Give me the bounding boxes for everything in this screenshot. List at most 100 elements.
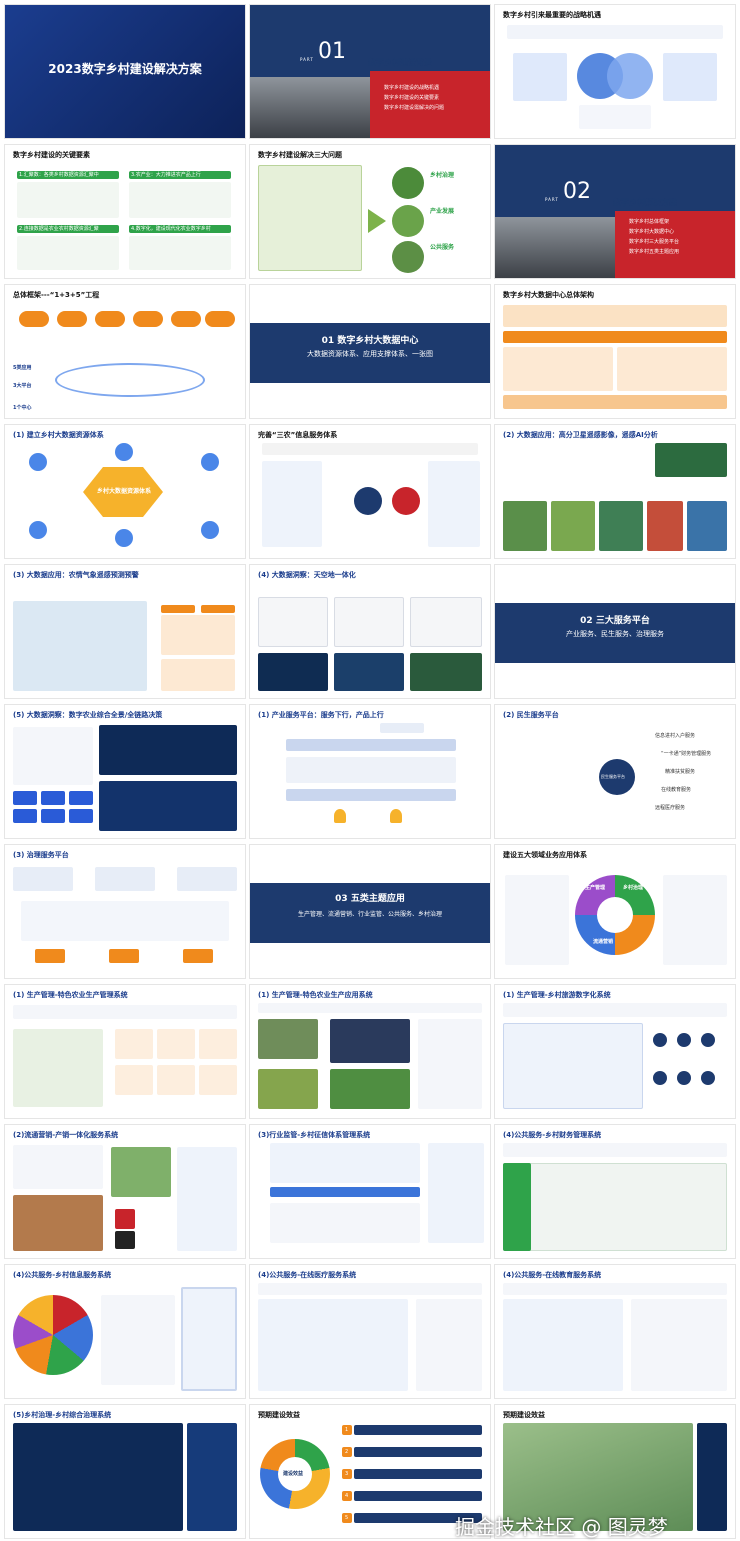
element-body [17, 182, 119, 218]
domain-list [663, 875, 727, 965]
slide-info-service[interactable]: 完善“三农”信息服务体系 [250, 425, 490, 558]
part-label: PART [545, 197, 559, 202]
service-circle [354, 487, 382, 515]
text-block [258, 1283, 482, 1295]
slide-sky-ground[interactable]: (4) 大数据洞察：天空地一体化 [250, 565, 490, 698]
problem-label: 产业发展 [430, 208, 455, 215]
slide-benefits-map[interactable]: 预期建设效益 [495, 1405, 735, 1538]
platform-logo [115, 1231, 135, 1249]
feature-icon [701, 1033, 715, 1047]
slide-section-03[interactable]: 03 五类主题应用 生产管理、流通营销、行业监管、公共服务、乡村治理 [250, 845, 490, 978]
slide-production-mgmt[interactable]: (1) 生产管理-特色农业生产管理系统 [5, 985, 245, 1118]
part-item: 数字乡村建设需解决的问题 [384, 105, 445, 111]
slide-industry-platform[interactable]: (1) 产业服务平台：服务下行，产品上行 [250, 705, 490, 838]
satellite-tile [503, 501, 547, 551]
flow-row [286, 739, 456, 751]
slide-medical[interactable]: (4)公共服务-在线医疗服务系统 [250, 1265, 490, 1398]
slide-title: (2) 大数据应用：高分卫星遥感影像，遥感AI分析 [503, 431, 658, 439]
part-label: PART [300, 57, 314, 62]
illustration-panel [258, 165, 362, 271]
part-item: 数字乡村建设的战略机遇 [384, 85, 440, 91]
gov-box [177, 867, 237, 891]
slide-cover[interactable]: 2023数字乡村建设解决方案 [5, 5, 245, 138]
slide-livelihood-platform[interactable]: (2) 民生服务平台 民生服务平台 信息进村入户服务 “一卡通”财务管理服务 精… [495, 705, 735, 838]
feature-tile [13, 809, 37, 823]
benefit-number [342, 1425, 352, 1435]
slide-five-domains[interactable]: 建设五大领域业务应用体系 生产管理 乡村治理 流通营销 [495, 845, 735, 978]
feature-card [199, 1065, 237, 1095]
side-list [416, 1299, 482, 1391]
policy-list-left [513, 53, 567, 101]
slide-marketing[interactable]: (2)流通营销-产销一体化服务系统 [5, 1125, 245, 1258]
text-block [258, 1003, 482, 1013]
person-icon [334, 809, 346, 823]
service-item: 信息进村入户服务 [655, 733, 696, 739]
slide-village-governance[interactable]: (5)乡村治理-乡村综合治理系统 [5, 1405, 245, 1538]
source-icon [201, 453, 219, 471]
slide-title: 数字乡村建设解决三大问题 [258, 151, 342, 159]
slide-governance-platform[interactable]: (3) 治理服务平台 [5, 845, 245, 978]
slide-architecture[interactable]: 数字乡村大数据中心总体架构 [495, 285, 735, 418]
person-icon [390, 809, 402, 823]
slide-three-problems[interactable]: 数字乡村建设解决三大问题 乡村治理 产业发展 公共服务 [250, 145, 490, 278]
gov-box [13, 867, 73, 891]
slide-title: (1) 生产管理-特色农业生产应用系统 [258, 991, 373, 999]
category-box [410, 597, 482, 647]
slide-rural-tourism[interactable]: (1) 生产管理-乡村旅游数字化系统 [495, 985, 735, 1118]
ring-label: 乡村治理 [623, 885, 644, 891]
slide-strategy[interactable]: 数字乡村引来最重要的战略机遇 [495, 5, 735, 138]
slide-section-01[interactable]: 01 数字乡村大数据中心 大数据资源体系、应用支撑体系、一张图 [250, 285, 490, 418]
element-body [129, 236, 231, 270]
dashboard-image [410, 653, 482, 691]
farmer-photo [13, 1195, 103, 1251]
slide-panorama[interactable]: (5) 大数据洞察：数字农业综合全景/全链路决策 [5, 705, 245, 838]
slide-benefits[interactable]: 预期建设效益 建设效益 1 2 3 4 5 [250, 1405, 490, 1538]
side-panel [187, 1423, 237, 1531]
source-icon [201, 521, 219, 539]
text-block [13, 1005, 237, 1019]
slide-resource-system[interactable]: (1) 建立乡村大数据资源体系 乡村大数据资源体系 [5, 425, 245, 558]
satellite-tile [551, 501, 595, 551]
intro-text-block [262, 443, 478, 455]
slide-part-02[interactable]: PART 02 数字乡村解决方案 数字乡村总体框架 数字乡村大数据中心 数字乡村… [495, 145, 735, 278]
warning-header [201, 605, 235, 613]
slide-framework[interactable]: 总体框架---“1+3+5”工程 5类应用 3大平台 1个中心 [5, 285, 245, 418]
section-subtitle: 生产管理、流通营销、行业监管、公共服务、乡村治理 [297, 911, 442, 918]
hub-circle [599, 759, 635, 795]
donut-label: 建设效益 [283, 1471, 304, 1477]
slide-credit-system[interactable]: (3)行业监管-乡村征信体系管理系统 [250, 1125, 490, 1258]
arch-layer [503, 395, 727, 409]
benefit-num-label: 5 [345, 1515, 349, 1521]
slide-production-app[interactable]: (1) 生产管理-特色农业生产应用系统 [250, 985, 490, 1118]
map-image [13, 601, 147, 691]
slide-key-elements[interactable]: 数字乡村建设的关键要素 1.汇聚数：各类乡村数据资源汇聚中 3.农产业：大力推进… [5, 145, 245, 278]
slide-weather[interactable]: (3) 大数据应用：农情气象遥感预测预警 [5, 565, 245, 698]
section-title: 03 五类主题应用 [335, 894, 405, 904]
part-item: 数字乡村建设的关键要素 [384, 95, 440, 101]
dashboard-image [13, 1423, 183, 1531]
part-item: 数字乡村总体框架 [629, 219, 670, 225]
service-item: 远程医疗服务 [655, 805, 686, 811]
app-circle [95, 311, 125, 327]
intro-text-block [507, 25, 723, 39]
slide-info-system[interactable]: (4)公共服务-乡村信息服务系统 [5, 1265, 245, 1398]
service-item: 在线教育服务 [661, 787, 692, 793]
slide-education[interactable]: (4)公共服务-在线教育服务系统 [495, 1265, 735, 1398]
part-number: 01 [318, 39, 346, 64]
dashboard-image [258, 653, 328, 691]
part-number: 02 [563, 179, 591, 204]
slide-section-02[interactable]: 02 三大服务平台 产业服务、民生服务、治理服务 [495, 565, 735, 698]
dashboard-image [99, 725, 237, 775]
ring-label: 流通营销 [593, 939, 614, 945]
problem-photo [392, 205, 424, 237]
category-box [334, 597, 404, 647]
cover-title: 2023数字乡村建设解决方案 [48, 62, 202, 76]
domain-ring-hole [597, 897, 633, 933]
element-header [129, 225, 231, 233]
slide-satellite[interactable]: (2) 大数据应用：高分卫星遥感影像，遥感AI分析 [495, 425, 735, 558]
category-box [258, 597, 328, 647]
slide-part-01[interactable]: PART 01 数字乡村建设背景 数字乡村建设的战略机遇 数字乡村建设的关键要素… [250, 5, 490, 138]
part-title: 数字乡村解决方案 [613, 198, 677, 207]
part-item: 数字乡村五类主题应用 [629, 249, 680, 255]
slide-finance-mgmt[interactable]: (4)公共服务-乡村财务管理系统 [495, 1125, 735, 1258]
